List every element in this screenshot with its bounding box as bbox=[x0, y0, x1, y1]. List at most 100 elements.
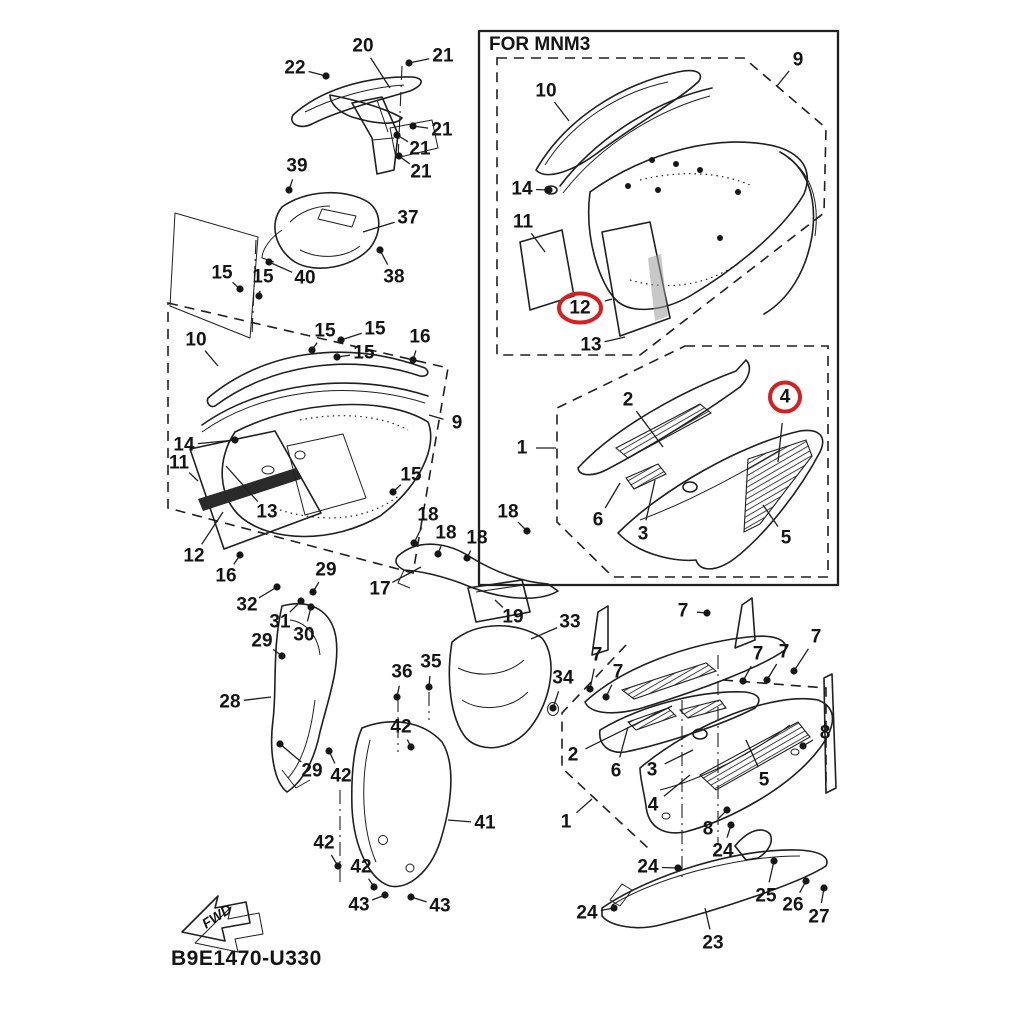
part-callout-5: 5 bbox=[781, 528, 792, 549]
fastener-dot bbox=[285, 186, 293, 194]
part-callout-1: 1 bbox=[561, 812, 572, 833]
part-callout-18: 18 bbox=[435, 523, 456, 544]
part-callout-15: 15 bbox=[353, 343, 375, 364]
part-callout-16: 16 bbox=[215, 566, 236, 587]
fastener-dot bbox=[799, 742, 807, 750]
highlight-ring-part-12 bbox=[557, 291, 603, 325]
part-callout-7: 7 bbox=[592, 645, 603, 666]
part-callout-18: 18 bbox=[466, 528, 487, 549]
part-callout-28: 28 bbox=[219, 692, 240, 713]
callout-leader-line bbox=[268, 261, 293, 273]
fastener-dot bbox=[333, 353, 341, 361]
part-callout-38: 38 bbox=[383, 267, 404, 288]
callout-leader-line bbox=[530, 627, 558, 640]
part-callout-35: 35 bbox=[420, 652, 442, 673]
fastener-dot bbox=[309, 588, 317, 596]
right-cowl-group-drawing bbox=[561, 597, 837, 929]
part-callout-7: 7 bbox=[779, 642, 790, 663]
fastener-dot bbox=[265, 258, 273, 266]
fastener-dot bbox=[278, 652, 286, 660]
fastener-dot bbox=[610, 904, 618, 912]
part-callout-7: 7 bbox=[753, 644, 764, 665]
part-callout-13: 13 bbox=[580, 335, 601, 356]
part-callout-3: 3 bbox=[638, 524, 649, 545]
for-mnm3-upper-variant bbox=[496, 57, 827, 356]
part-callout-9: 9 bbox=[793, 50, 804, 71]
part-callout-1: 1 bbox=[517, 438, 528, 459]
fastener-dot bbox=[334, 862, 342, 870]
fastener-dot bbox=[727, 821, 735, 829]
fastener-dot bbox=[389, 488, 397, 496]
part-callout-6: 6 bbox=[611, 761, 622, 782]
part-callout-39: 39 bbox=[286, 156, 307, 177]
callout-leader-line bbox=[793, 648, 809, 672]
callout-leader-line bbox=[362, 221, 395, 233]
callout-leader-line bbox=[279, 743, 302, 763]
fastener-dot bbox=[231, 436, 239, 444]
callout-leader-line bbox=[576, 798, 593, 814]
part-callout-9: 9 bbox=[452, 413, 463, 434]
fastener-dot bbox=[545, 186, 553, 194]
part-callout-8: 8 bbox=[703, 819, 714, 840]
windscreen-group-drawing bbox=[167, 301, 449, 574]
drawing-number: B9E1470-U330 bbox=[171, 947, 322, 970]
fastener-dot bbox=[236, 285, 244, 293]
part-callout-14: 14 bbox=[511, 179, 533, 200]
part-callout-2: 2 bbox=[568, 745, 579, 766]
callout-leader-line bbox=[663, 774, 691, 797]
for-mnm3-lower-variant bbox=[556, 345, 829, 578]
part-callout-15: 15 bbox=[211, 263, 233, 284]
part-callout-24: 24 bbox=[637, 857, 659, 878]
fastener-dot bbox=[463, 554, 471, 562]
part-callout-42: 42 bbox=[330, 766, 351, 787]
callout-leader-line bbox=[243, 696, 272, 701]
fastener-dot bbox=[802, 877, 810, 885]
fastener-dot bbox=[273, 583, 281, 591]
part-callout-24: 24 bbox=[712, 841, 734, 862]
part-callout-3: 3 bbox=[647, 760, 658, 781]
callout-leader-line bbox=[776, 70, 790, 87]
part-callout-21: 21 bbox=[432, 46, 454, 67]
fastener-dot bbox=[381, 891, 389, 899]
fastener-dot bbox=[820, 884, 828, 892]
part-callout-29: 29 bbox=[251, 631, 272, 652]
part-callout-42: 42 bbox=[390, 717, 411, 738]
part-callout-19: 19 bbox=[502, 607, 523, 628]
part-callout-43: 43 bbox=[348, 895, 369, 916]
fastener-dot bbox=[393, 693, 401, 701]
callout-leader-line bbox=[635, 410, 664, 448]
fastener-dot bbox=[236, 551, 244, 559]
callout-leader-line bbox=[428, 414, 444, 420]
fastener-dot bbox=[376, 246, 384, 254]
fastener-dot bbox=[337, 336, 345, 344]
fastener-dot bbox=[409, 356, 417, 364]
fastener-dot bbox=[523, 527, 531, 535]
part-callout-4: 4 bbox=[780, 387, 791, 408]
callout-leader-line bbox=[604, 298, 613, 302]
fastener-dot bbox=[790, 667, 798, 675]
fastener-dot bbox=[410, 539, 418, 547]
bracket-group-drawing bbox=[395, 543, 559, 752]
part-callout-10: 10 bbox=[535, 81, 556, 102]
part-callout-10: 10 bbox=[185, 330, 206, 351]
part-callout-29: 29 bbox=[315, 560, 336, 581]
fastener-dot bbox=[276, 740, 284, 748]
for-mnm3-box: FOR MNM3 bbox=[477, 29, 840, 587]
part-callout-21: 21 bbox=[431, 120, 453, 141]
callout-leader-line bbox=[340, 332, 362, 341]
fastener-dot bbox=[297, 597, 305, 605]
part-callout-11: 11 bbox=[513, 212, 534, 233]
callout-leader-line bbox=[645, 479, 656, 521]
part-callout-41: 41 bbox=[474, 813, 496, 834]
part-callout-15: 15 bbox=[364, 319, 386, 340]
fwd-arrow: FWD bbox=[181, 895, 264, 953]
fastener-dot bbox=[739, 677, 747, 685]
part-callout-37: 37 bbox=[397, 208, 418, 229]
callout-leader-line bbox=[585, 705, 673, 750]
callout-leader-line bbox=[619, 726, 629, 758]
part-callout-31: 31 bbox=[269, 612, 291, 633]
fastener-dot bbox=[370, 883, 378, 891]
callout-leader-line bbox=[768, 860, 775, 883]
